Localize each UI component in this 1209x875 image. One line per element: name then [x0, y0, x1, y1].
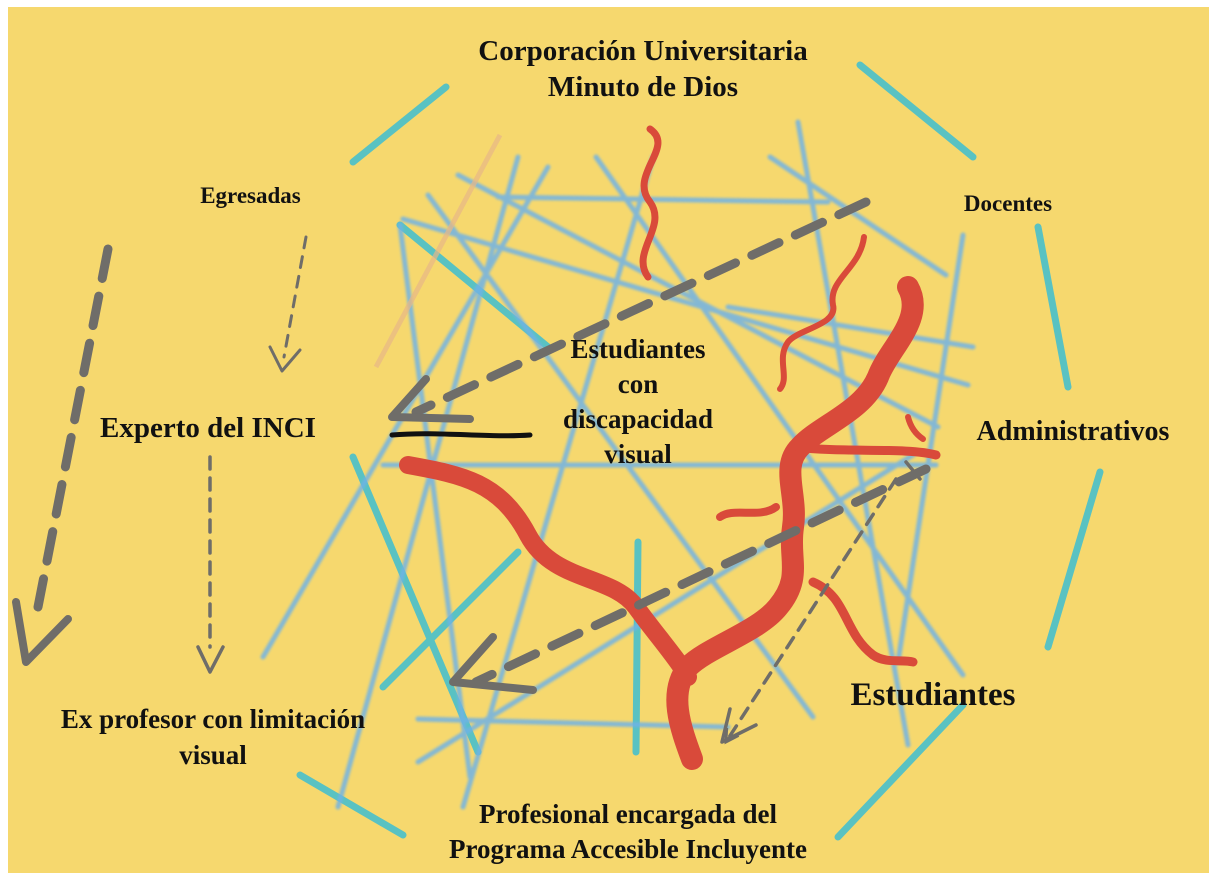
node-administrativos-label: Administrativos [976, 416, 1170, 447]
diagram-artwork [12, 61, 1104, 841]
black-marker-stroke [389, 431, 533, 439]
node-egresadas: Egresadas [178, 182, 323, 211]
gray-arrows [12, 197, 931, 745]
node-ex-profesor-line1: Ex profesor con limitación [60, 704, 366, 734]
node-center-line3: discapacidad [562, 404, 714, 435]
node-center-line4: visual [604, 439, 672, 470]
node-ex-profesor-line2: visual [179, 740, 247, 771]
node-experto: Experto del INCI [78, 410, 338, 446]
node-profesional: Profesional encargada del Programa Acces… [428, 797, 828, 867]
node-profesional-line1: Profesional encargada del [479, 799, 777, 829]
node-corporacion-line1: Corporación Universitaria [478, 35, 808, 67]
node-center-line1: Estudiantes [570, 334, 706, 364]
node-ex-profesor: Ex profesor con limitación visual [28, 701, 398, 774]
node-docentes: Docentes [943, 190, 1073, 219]
node-profesional-line2: Programa Accesible Incluyente [449, 834, 807, 865]
node-corporacion-line2: Minuto de Dios [547, 71, 739, 104]
node-administrativos: Administrativos [953, 414, 1193, 449]
node-estudiantes-label: Estudiantes [850, 677, 1016, 713]
node-center-line2: con [617, 369, 659, 400]
node-estudiantes: Estudiantes [823, 675, 1043, 716]
node-egresadas-label: Egresadas [200, 183, 301, 208]
diagram-canvas: Corporación Universitaria Minuto de Dios… [8, 7, 1209, 873]
node-center: Estudiantes con discapacidad visual [538, 332, 738, 472]
node-corporacion: Corporación Universitaria Minuto de Dios [448, 33, 838, 106]
node-docentes-label: Docentes [963, 191, 1053, 216]
node-experto-label: Experto del INCI [100, 412, 316, 444]
tan-thread [373, 133, 503, 369]
